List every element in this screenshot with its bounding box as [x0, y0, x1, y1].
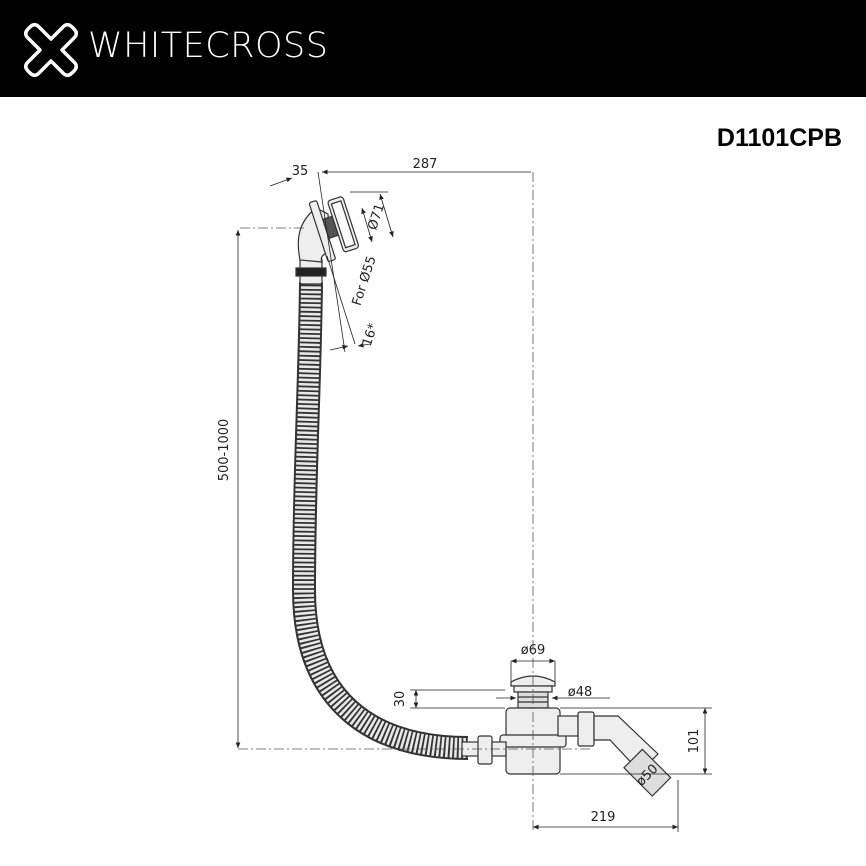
dim-hose-length: 500-1000 — [217, 419, 232, 482]
dim-body-height: 101 — [687, 729, 702, 754]
dim-cap-height: 30 — [393, 691, 408, 708]
dim-horizontal-distance: 287 — [413, 157, 438, 172]
dim-cap-diameter: ø69 — [521, 643, 546, 658]
header-bar: WHITECROSS — [0, 0, 866, 97]
cross-outline-icon — [24, 23, 78, 77]
brand-name: WHITECROSS — [88, 26, 329, 66]
dimension-lines — [235, 169, 712, 832]
dim-overflow-depth: 35 — [292, 164, 309, 179]
dim-overflow-diameter: Ø71 — [365, 202, 388, 232]
dimension-labels: 500-1000 287 35 Ø71 For Ø55 16* ø69 ø48 … — [217, 157, 702, 825]
model-number: D1101CPB — [716, 124, 842, 152]
center-lines — [238, 172, 590, 830]
dim-thread-diameter: ø48 — [568, 685, 593, 700]
dim-overflow-thickness: 16* — [360, 321, 382, 348]
dim-outlet-offset: 219 — [591, 810, 616, 825]
dim-overflow-hole: For Ø55 — [350, 254, 380, 307]
flexible-hose — [291, 281, 469, 760]
